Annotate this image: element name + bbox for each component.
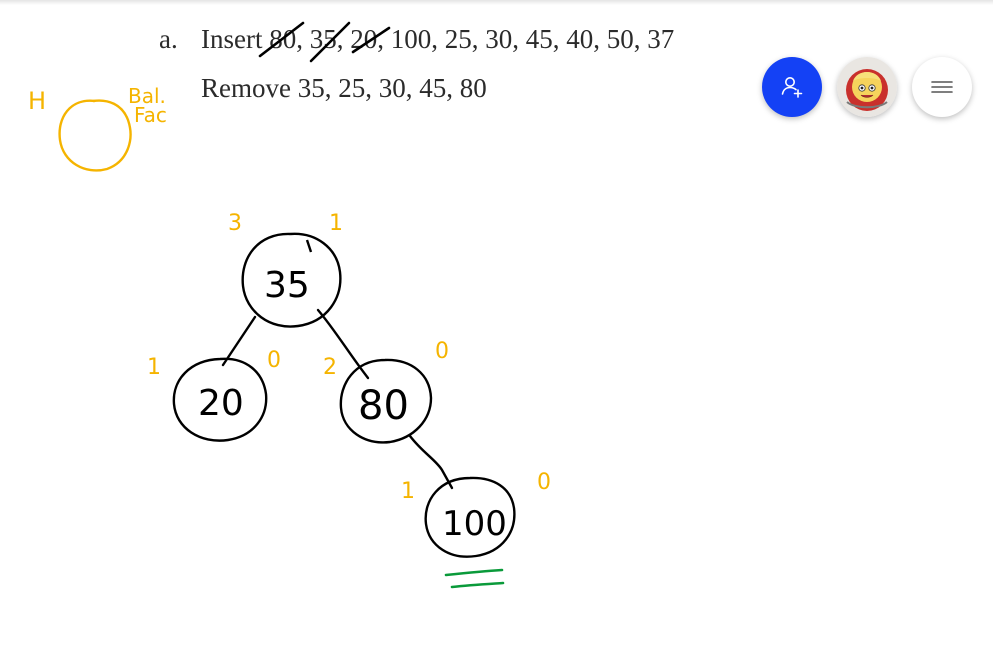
tree-node-100: 100 1 0: [401, 470, 551, 558]
node-key: 20: [198, 383, 244, 424]
node-circle: [424, 476, 516, 558]
node-circle: [339, 358, 433, 444]
avatar-button[interactable]: [837, 57, 897, 117]
menu-button[interactable]: [912, 57, 972, 117]
node-height: 1: [147, 355, 161, 380]
legend-node-circle: [58, 99, 132, 172]
top-edge-shadow: [0, 0, 993, 5]
node-circle: [241, 232, 342, 328]
hamburger-menu-icon: [931, 81, 953, 93]
node-balance: 0: [267, 348, 281, 373]
tree-edges: [221, 308, 454, 490]
node-key: 80: [358, 383, 409, 429]
tree-node-80: 80 2 0: [323, 339, 449, 444]
balance-factor-label-bottom: Fac: [134, 103, 167, 127]
problem-label-a: a.: [159, 24, 178, 54]
green-underline-mark: [444, 568, 505, 589]
add-person-icon: [781, 77, 803, 98]
tree-node-35: 35 3 1: [228, 211, 343, 328]
balance-factor-label-top: Bal.: [128, 84, 166, 108]
node-height: 2: [323, 355, 337, 380]
node-balance: 1: [329, 211, 343, 236]
node-circle: [172, 357, 268, 442]
insert-instruction: Insert 80, 35, 20, 100, 25, 30, 45, 40, …: [201, 24, 675, 54]
node-key: 100: [442, 504, 507, 544]
node-balance: 0: [537, 470, 551, 495]
strikethrough-marks: [258, 21, 391, 63]
tree-node-20: 20 1 0: [147, 348, 281, 442]
add-user-button[interactable]: [762, 57, 822, 117]
legend-annotation: H Bal. Fac: [28, 84, 167, 172]
node-height: 3: [228, 211, 242, 236]
user-avatar: [837, 57, 897, 117]
remove-instruction: Remove 35, 25, 30, 45, 80: [201, 73, 487, 103]
height-label: H: [28, 87, 46, 115]
node-height: 1: [401, 479, 415, 504]
node-balance: 0: [435, 339, 449, 364]
node-key: 35: [264, 265, 310, 306]
